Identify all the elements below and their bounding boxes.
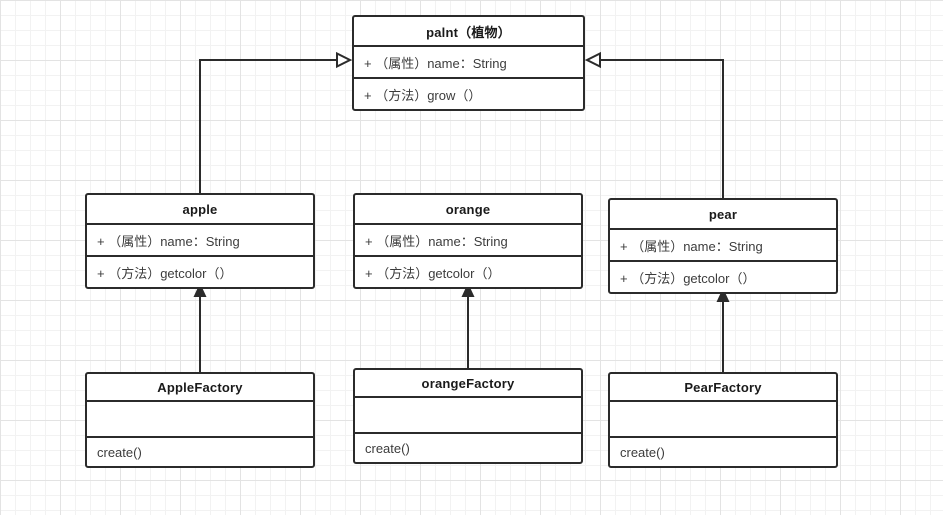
class-pear-title: pear [708, 206, 738, 222]
class-pear-method: + （方法）getcolor（） [610, 260, 836, 292]
class-orange-method: + （方法）getcolor（） [355, 255, 581, 287]
class-palnt-method: + （方法）grow（） [354, 77, 583, 109]
connector-applefactory-to-apple[interactable] [193, 283, 207, 372]
class-orangefactory-attribute [355, 396, 581, 432]
class-orangefactory[interactable]: orangeFactory create() [353, 368, 583, 464]
class-pear-attribute: + （属性）name：String [610, 228, 836, 260]
class-palnt-title: palnt（植物） [426, 24, 511, 40]
open-triangle-arrowhead [336, 51, 353, 69]
class-pearfactory-method: create() [610, 436, 836, 466]
class-orange[interactable]: orange + （属性）name：String + （方法）getcolor（… [353, 193, 583, 289]
class-applefactory[interactable]: AppleFactory create() [85, 372, 315, 468]
class-applefactory-attribute [87, 400, 313, 436]
class-apple-attribute: + （属性）name：String [87, 223, 313, 255]
class-apple[interactable]: apple + （属性）name：String + （方法）getcolor（） [85, 193, 315, 289]
class-orange-title: orange [445, 201, 491, 217]
class-apple-title: apple [182, 201, 218, 217]
class-applefactory-title: AppleFactory [157, 379, 243, 395]
class-palnt[interactable]: palnt（植物） + （属性）name：String + （方法）grow（） [352, 15, 585, 111]
class-pearfactory-title: PearFactory [684, 379, 762, 395]
class-palnt-attribute: + （属性）name：String [354, 45, 583, 77]
class-orangefactory-title: orangeFactory [421, 375, 515, 391]
class-orange-attribute: + （属性）name：String [355, 223, 581, 255]
class-applefactory-method: create() [87, 436, 313, 466]
connector-pearfactory-to-pear[interactable] [716, 288, 730, 372]
class-pearfactory[interactable]: PearFactory create() [608, 372, 838, 468]
open-triangle-arrowhead [584, 51, 601, 69]
connector-pear-to-palnt[interactable] [584, 51, 724, 199]
class-pear[interactable]: pear + （属性）name：String + （方法）getcolor（） [608, 198, 838, 294]
class-apple-method: + （方法）getcolor（） [87, 255, 313, 287]
connector-orangefactory-to-orange[interactable] [461, 283, 475, 368]
class-pearfactory-attribute [610, 400, 836, 436]
connector-apple-to-palnt[interactable] [199, 51, 353, 194]
class-orangefactory-method: create() [355, 432, 581, 462]
